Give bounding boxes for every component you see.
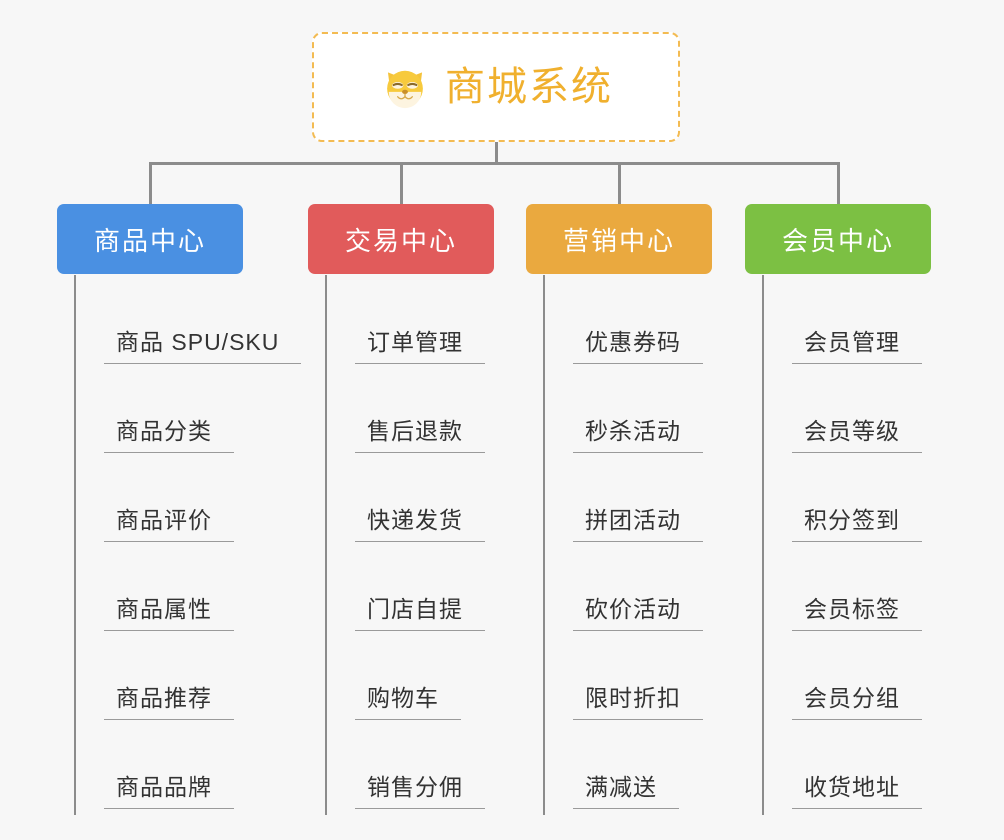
list-item-label: 砍价活动 [573,595,703,631]
list-item[interactable]: 商品属性 [76,542,234,631]
column-spine [74,275,76,815]
list-item-label: 秒杀活动 [573,417,703,453]
list-item-label: 积分签到 [792,506,922,542]
category-box-member-center[interactable]: 会员中心 [745,204,931,274]
list-item[interactable]: 限时折扣 [545,631,703,720]
column-spine [325,275,327,815]
list-item[interactable]: 砍价活动 [545,542,703,631]
category-box-trade-center[interactable]: 交易中心 [308,204,494,274]
list-item[interactable]: 快递发货 [327,453,485,542]
list-item[interactable]: 满减送 [545,720,679,809]
list-item-label: 满减送 [573,773,679,809]
list-item[interactable]: 商品推荐 [76,631,234,720]
category-label: 交易中心 [344,225,457,256]
list-item-label: 商品品牌 [104,773,234,809]
list-item-label: 商品推荐 [104,684,234,720]
list-item-label: 购物车 [355,684,461,720]
list-item[interactable]: 商品 SPU/SKU [76,275,302,364]
connector-drop-3 [618,162,621,206]
root-node-title: 商城系统 [445,65,613,109]
list-item-label: 售后退款 [355,417,485,453]
list-item-label: 商品评价 [104,506,234,542]
list-item[interactable]: 商品品牌 [76,720,234,809]
connector-drop-2 [400,162,403,206]
list-item[interactable]: 秒杀活动 [545,364,703,453]
list-item[interactable]: 积分签到 [764,453,922,542]
list-item-label: 优惠券码 [573,328,703,364]
list-item[interactable]: 购物车 [327,631,461,720]
list-item[interactable]: 门店自提 [327,542,485,631]
list-item[interactable]: 优惠券码 [545,275,703,364]
list-item[interactable]: 售后退款 [327,364,485,453]
list-item-label: 拼团活动 [573,506,703,542]
category-label: 营销中心 [562,225,675,256]
list-item[interactable]: 拼团活动 [545,453,703,542]
list-item-label: 商品 SPU/SKU [104,328,302,364]
list-item[interactable]: 商品分类 [76,364,234,453]
list-item-label: 会员等级 [792,417,922,453]
connector-drop-4 [837,162,840,206]
list-item[interactable]: 会员等级 [764,364,922,453]
connector-drop-1 [149,162,152,206]
list-item[interactable]: 会员管理 [764,275,922,364]
list-item-label: 快递发货 [355,506,485,542]
list-item[interactable]: 销售分佣 [327,720,485,809]
connector-horizontal-bus [149,162,839,165]
shiba-dog-face-icon [387,70,423,109]
category-label: 会员中心 [781,225,894,256]
column-spine [543,275,545,815]
list-item[interactable]: 会员分组 [764,631,922,720]
category-box-marketing-center[interactable]: 营销中心 [526,204,712,274]
list-item-label: 商品分类 [104,417,234,453]
connector-root-stem [495,142,498,164]
list-item-label: 会员管理 [792,328,922,364]
list-item-label: 收货地址 [792,773,922,809]
list-item-label: 销售分佣 [355,773,485,809]
list-item-label: 门店自提 [355,595,485,631]
list-item[interactable]: 会员标签 [764,542,922,631]
list-item[interactable]: 订单管理 [327,275,485,364]
category-box-product-center[interactable]: 商品中心 [57,204,243,274]
column-spine [762,275,764,815]
list-item-label: 会员分组 [792,684,922,720]
list-item-label: 限时折扣 [573,684,703,720]
list-item-label: 会员标签 [792,595,922,631]
root-node-mall-system[interactable]: 商城系统 [312,32,680,142]
list-item[interactable]: 收货地址 [764,720,922,809]
list-item-label: 商品属性 [104,595,234,631]
list-item-label: 订单管理 [355,328,485,364]
list-item[interactable]: 商品评价 [76,453,234,542]
category-label: 商品中心 [93,225,206,256]
